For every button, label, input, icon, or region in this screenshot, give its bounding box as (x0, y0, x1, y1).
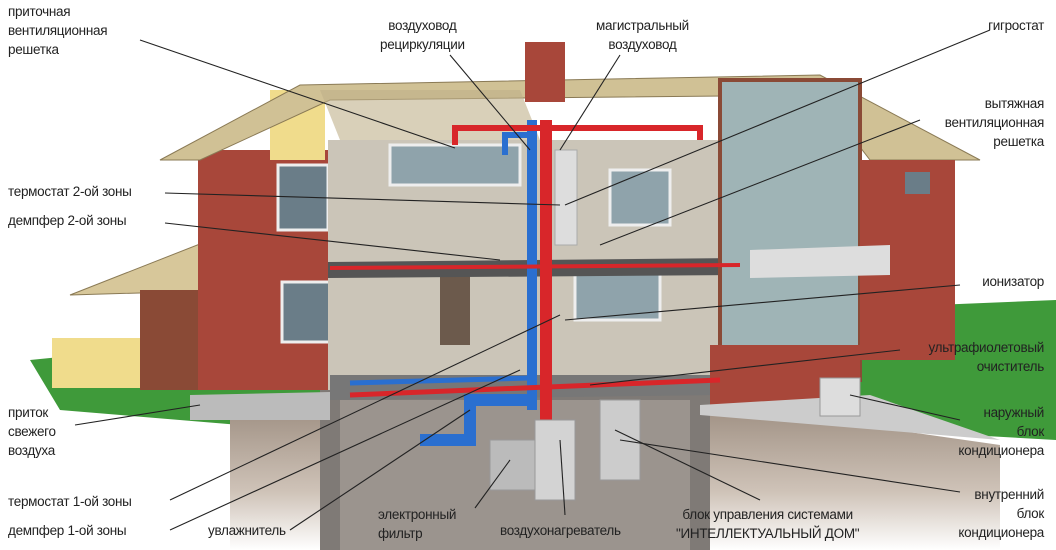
label-line: ионизатор (982, 274, 1044, 289)
label-line: приточная (8, 4, 71, 19)
label-line: магистральный (596, 18, 689, 33)
label-line: электронный (378, 507, 457, 522)
label-line: вентиляционная (944, 115, 1045, 130)
label-line: вентиляционная (8, 23, 108, 38)
label-line: вытяжная (984, 96, 1045, 111)
main-supply-duct (540, 120, 552, 420)
label-fresh-air: приток свежего воздуха (8, 403, 56, 460)
label-control-unit: блок управления системами "ИНТЕЛЛЕКТУАЛЬ… (676, 505, 860, 543)
label-line: рециркуляции (380, 37, 465, 52)
leader-lines (74, 29, 991, 531)
label-line: блок (1016, 424, 1045, 439)
label-hygrostat: гигростат (988, 16, 1044, 35)
thermostat-panel (554, 149, 578, 246)
air-heater (534, 419, 576, 501)
label-line: кондиционера (958, 443, 1044, 458)
label-uv-cleaner: ультрафиолетовый очиститель (928, 338, 1045, 376)
label-line: блок управления системами (682, 507, 853, 522)
label-line: "ИНТЕЛЛЕКТУАЛЬНЫЙ ДОМ" (676, 526, 860, 541)
label-air-heater: воздухонагреватель (500, 523, 621, 538)
label-thermostat-zone1: термостат 1-ой зоны (8, 494, 132, 509)
label-supply-grille: приточная вентиляционная решетка (8, 2, 108, 59)
label-line: приток (8, 405, 49, 420)
label-line: фильтр (378, 526, 423, 541)
label-line: воздуховод (608, 37, 677, 52)
label-line: кондиционера (958, 525, 1044, 540)
right-glass-wall (718, 78, 862, 382)
label-line: ультрафиолетовый (928, 340, 1045, 355)
label-line: очиститель (976, 359, 1045, 374)
label-line: свежего (8, 424, 56, 439)
label-humidifier: увлажнитель (208, 523, 286, 538)
outdoor-ac-unit (819, 377, 861, 417)
label-exhaust-grille: вытяжная вентиляционная решетка (944, 94, 1045, 151)
label-damper-zone2: демпфер 2-ой зоны (8, 213, 127, 228)
label-electronic-filter: электронный фильтр (378, 505, 456, 543)
label-line: воздуха (8, 443, 55, 458)
label-line: решетка (8, 42, 59, 57)
label-ionizer: ионизатор (982, 272, 1044, 291)
label-line: гигростат (988, 18, 1044, 33)
label-thermostat-zone2: термостат 2-ой зоны (8, 184, 132, 199)
label-line: блок (1016, 506, 1045, 521)
label-damper-zone1: демпфер 1-ой зоны (8, 523, 127, 538)
label-line: внутренний (974, 487, 1044, 502)
label-main-duct: магистральный воздуховод (596, 16, 689, 54)
label-outdoor-unit: наружный блок кондиционера (958, 403, 1044, 460)
label-indoor-unit: внутренний блок кондиционера (958, 485, 1044, 542)
label-line: наружный (983, 405, 1044, 420)
label-recirc-duct: воздуховод рециркуляции (380, 16, 465, 54)
label-line: решетка (993, 134, 1044, 149)
chimney (525, 42, 565, 102)
label-line: воздуховод (388, 18, 457, 33)
electronic-filter (489, 439, 536, 491)
